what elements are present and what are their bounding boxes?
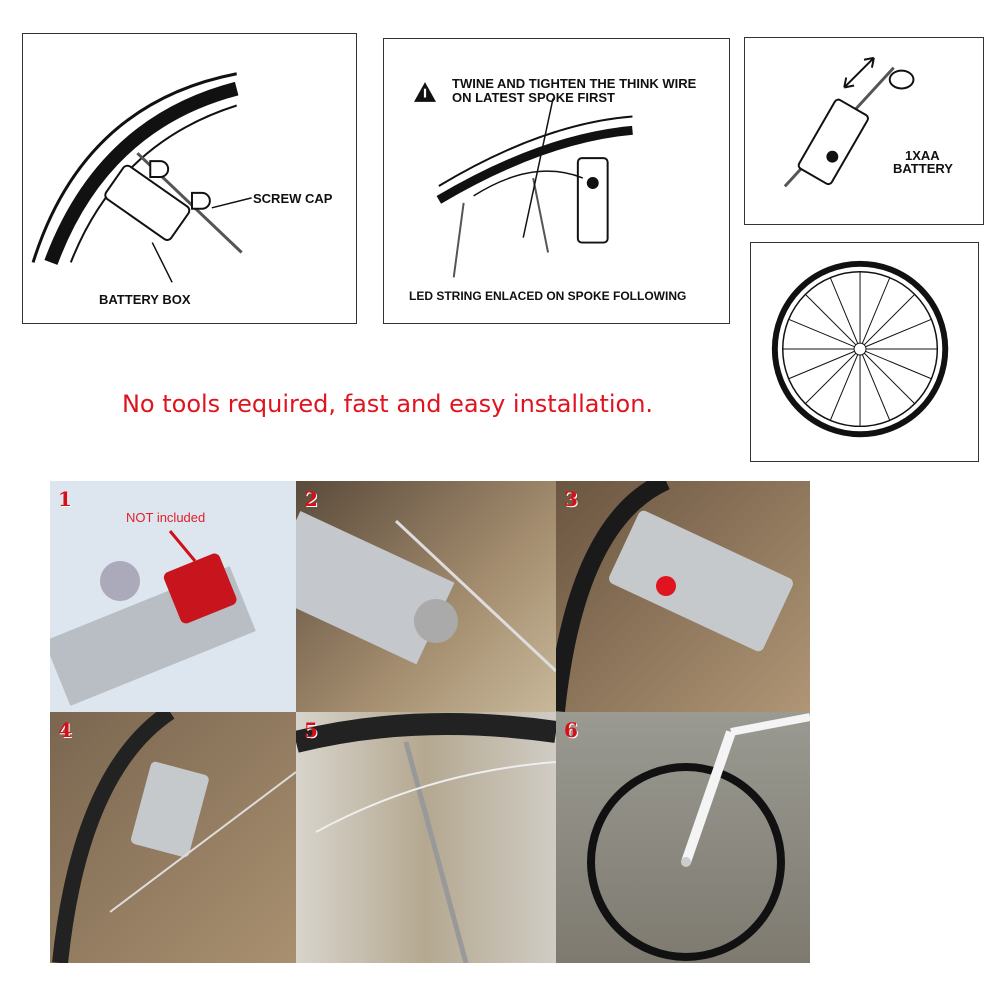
photo-step-1: 1 NOT included — [50, 481, 296, 712]
spoke-wire-illustration — [436, 98, 633, 278]
warning-line-1: TWINE AND TIGHTEN THE THINK WIRE — [452, 76, 697, 91]
photo-step-2: 2 — [296, 481, 556, 712]
step-number: 4 — [58, 718, 72, 742]
step-number: 5 — [304, 718, 318, 742]
warning-line-2: ON LATEST SPOKE FIRST — [452, 90, 615, 105]
battery-box-label: BATTERY BOX — [99, 292, 191, 307]
step-number: 1 — [58, 487, 72, 511]
photo-step-5: 5 — [296, 712, 556, 963]
wheel-illustration — [771, 260, 949, 438]
led-string-label: LED STRING ENLACED ON SPOKE FOLLOWING — [409, 289, 687, 303]
screw-cap-label: SCREW CAP — [253, 191, 333, 206]
step-number: 3 — [564, 487, 578, 511]
battery-diagram: 1XAA BATTERY — [744, 37, 984, 225]
battery-insert-illustration — [783, 56, 915, 188]
step-number: 2 — [304, 487, 318, 511]
photo-step-3: 3 — [556, 481, 810, 712]
wire-diagram: TWINE AND TIGHTEN THE THINK WIRE ON LATE… — [383, 38, 730, 324]
battery-box-diagram: SCREW CAP BATTERY BOX — [22, 33, 357, 324]
battery-label-1: 1XAA — [905, 148, 940, 163]
photo-step-4: 4 — [50, 712, 296, 963]
step-number: 6 — [564, 718, 578, 742]
photo-step-6: 6 — [556, 712, 810, 963]
battery-label-2: BATTERY — [893, 161, 953, 176]
tagline: No tools required, fast and easy install… — [121, 390, 654, 418]
wheel-rim-illustration — [31, 72, 252, 283]
wheel-diagram — [750, 242, 979, 462]
not-included-note: NOT included — [126, 510, 206, 525]
warning-triangle-icon — [414, 82, 436, 102]
